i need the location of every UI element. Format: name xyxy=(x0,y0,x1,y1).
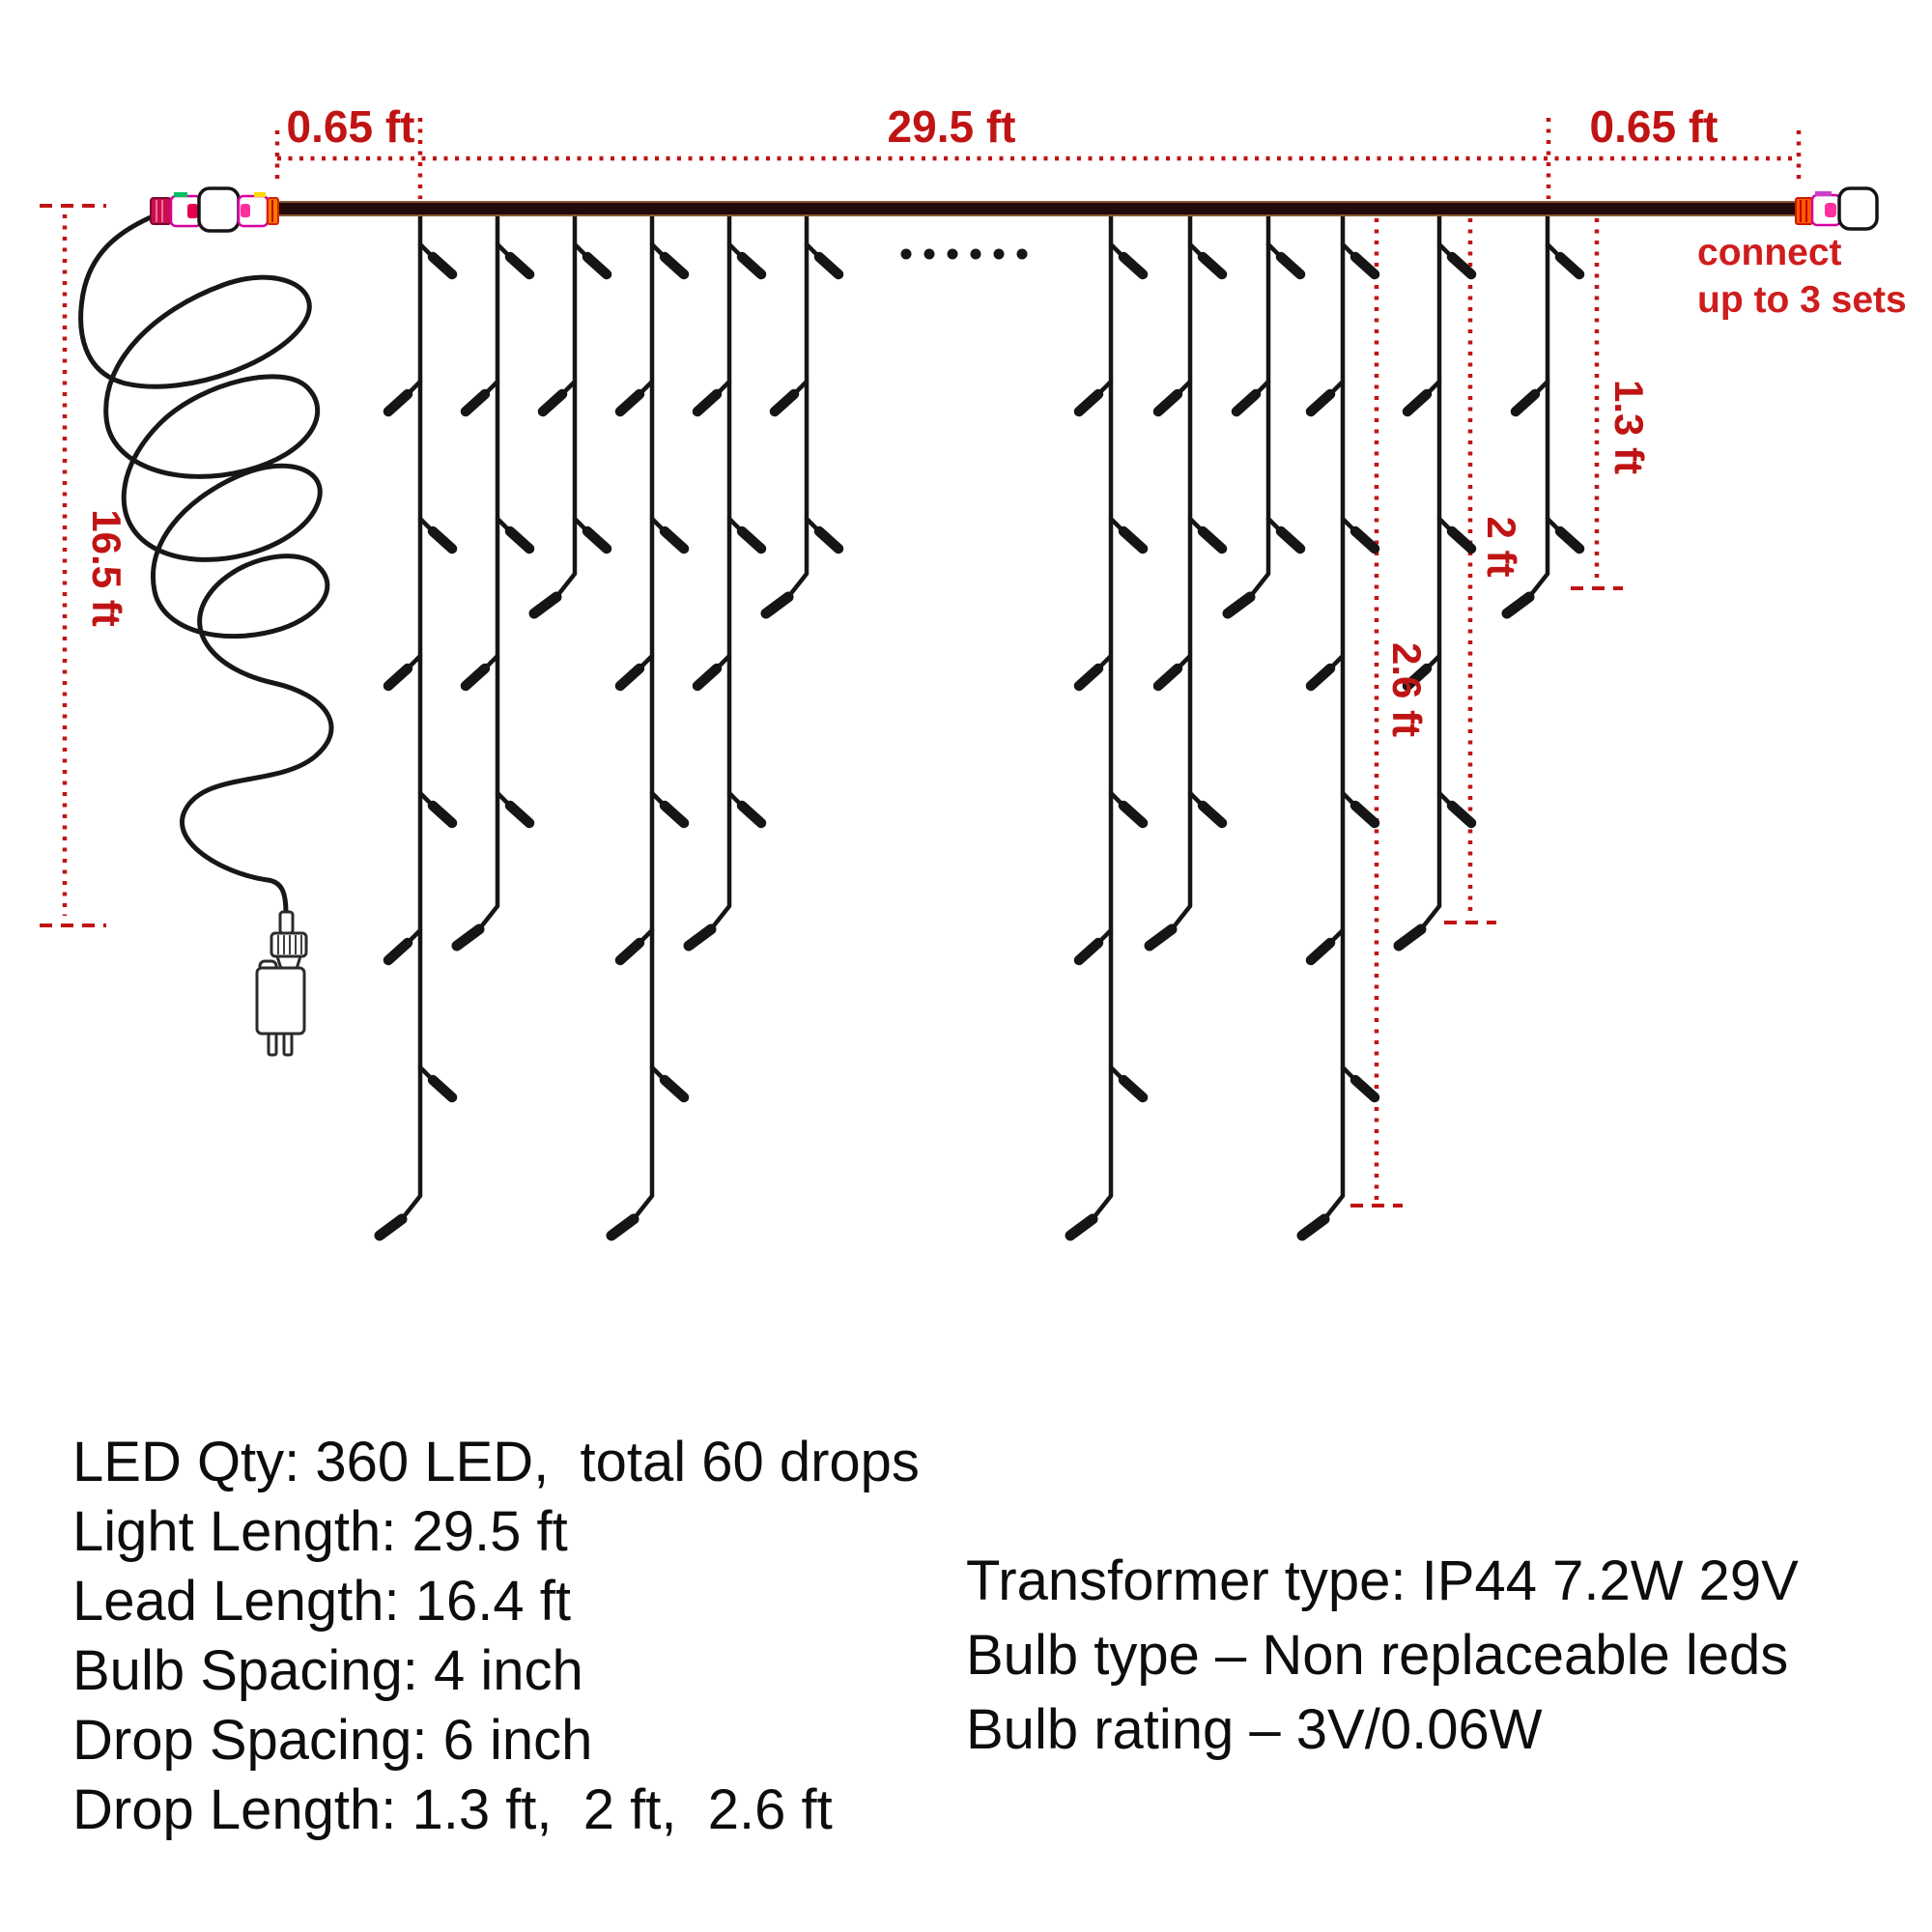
spec-lead-length: Lead Length: 16.4 ft xyxy=(72,1570,571,1633)
spec-drop-length: Drop Length: 1.3 ft, 2 ft, 2.6 ft xyxy=(72,1778,833,1841)
connect-note-line1: connect xyxy=(1697,232,1842,273)
dim-label-drop-13ft: 1.3 ft xyxy=(1606,379,1652,475)
spec-light-length: Light Length: 29.5 ft xyxy=(72,1500,568,1563)
power-plug xyxy=(255,910,308,1057)
spec-bulb-type: Bulb type – Non replaceable leds xyxy=(966,1624,1789,1687)
specs-right-block: Transformer type: IP44 7.2W 29V Bulb typ… xyxy=(966,1544,1799,1767)
spec-bulb-rating: Bulb rating – 3V/0.06W xyxy=(966,1698,1543,1761)
dim-label-drop-2ft: 2 ft xyxy=(1479,516,1524,578)
spec-transformer-type: Transformer type: IP44 7.2W 29V xyxy=(966,1549,1799,1612)
main-wire xyxy=(276,201,1797,216)
lead-wire-coil xyxy=(78,213,334,917)
icicle-lights-diagram xyxy=(40,118,1879,1241)
dimension-lines-layer xyxy=(40,118,1802,1208)
spec-bulb-spacing: Bulb Spacing: 4 inch xyxy=(72,1639,583,1702)
spec-drop-spacing: Drop Spacing: 6 inch xyxy=(72,1709,593,1772)
light-drops-layer xyxy=(374,213,1585,1241)
dim-label-drop-26ft: 2.6 ft xyxy=(1384,641,1430,738)
dim-label-left-065ft: 0.65 ft xyxy=(286,101,415,152)
spec-led-qty: LED Qty: 360 LED, total 60 drops xyxy=(72,1431,920,1493)
connect-note: connect up to 3 sets xyxy=(1697,230,1907,325)
dim-label-right-065ft: 0.65 ft xyxy=(1589,101,1719,152)
left-connector xyxy=(150,186,279,233)
connect-note-line2: up to 3 sets xyxy=(1697,278,1907,321)
dim-label-lead-165ft: 16.5 ft xyxy=(84,509,129,627)
dim-label-295ft: 29.5 ft xyxy=(887,101,1016,152)
right-connector xyxy=(1795,186,1879,231)
specs-left-block: LED Qty: 360 LED, total 60 drops Light L… xyxy=(72,1428,920,1845)
